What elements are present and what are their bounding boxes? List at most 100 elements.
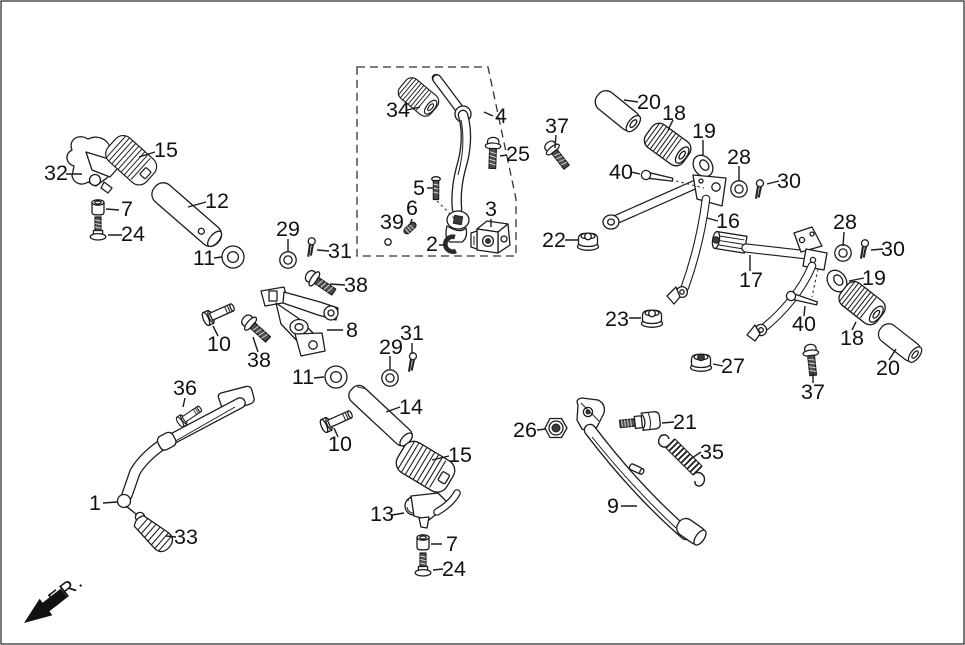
part-7-bushing: [91, 199, 105, 216]
part-29-washer: [279, 251, 297, 269]
part-3-ratchet-block: [470, 220, 511, 254]
part-38-flange-bolt: [237, 310, 275, 347]
callout-35: 35: [700, 440, 724, 464]
callout-19: 19: [862, 266, 886, 290]
part-17-pillion-footrest-arm: [711, 226, 828, 342]
callout-33: 33: [174, 525, 198, 549]
assembly-dotted-lines: [436, 180, 819, 298]
callout-21: 21: [673, 410, 697, 434]
part-39-steel-ball: [384, 238, 392, 246]
part-28-washer: [834, 244, 852, 262]
part-18-pillion-peg-rubber: [640, 119, 696, 171]
callout-30: 30: [881, 237, 905, 261]
callout-3: 3: [485, 197, 497, 221]
part-10-bolt: [200, 299, 238, 328]
part-22-nut: [576, 232, 600, 251]
callout-5: 5: [413, 176, 425, 200]
part-27-lock-nut: [689, 353, 713, 372]
callout-40: 40: [609, 160, 633, 184]
callout-2: 2: [426, 232, 438, 256]
callout-9: 9: [607, 494, 619, 518]
callout-15: 15: [448, 443, 472, 467]
part-29-washer: [381, 369, 399, 387]
part-15-footpeg-rubber: [100, 130, 162, 190]
callout-34: 34: [386, 98, 410, 122]
part-28-washer: [730, 180, 748, 198]
part-6-spring-pin: [403, 221, 417, 235]
callout-18: 18: [840, 326, 864, 350]
part-30-cotter-pin: [858, 238, 870, 261]
callout-28: 28: [727, 145, 751, 169]
part-21-pivot-bolt: [618, 411, 661, 431]
callout-12: 12: [205, 189, 229, 213]
callout-40: 40: [792, 312, 816, 336]
callout-7: 7: [121, 197, 133, 221]
callout-11: 11: [193, 246, 215, 270]
callout-25: 25: [506, 142, 530, 166]
part-25-flange-bolt: [483, 136, 502, 170]
callout-38: 38: [247, 348, 271, 372]
callout-11: 11: [292, 365, 314, 389]
part-16-pillion-footrest-arm: [602, 174, 727, 305]
part-1-brake-pedal: [116, 385, 255, 523]
part-24-bolt: [414, 552, 432, 577]
callout-4: 4: [495, 104, 507, 128]
kick-starter-group-box: [356, 66, 517, 257]
part-11-washer: [324, 365, 348, 389]
callout-6: 6: [406, 196, 418, 220]
callout-10: 10: [328, 432, 352, 456]
part-38-flange-bolt: [301, 266, 340, 300]
callout-23: 23: [605, 307, 629, 331]
part-31-cotter-pin: [305, 236, 317, 259]
callout-29: 29: [276, 217, 300, 241]
callout-8: 8: [346, 318, 358, 342]
callout-24: 24: [121, 222, 145, 246]
callout-22: 22: [542, 228, 566, 252]
callout-24: 24: [442, 557, 466, 581]
part-35-stand-spring: [657, 434, 706, 487]
part-20-pivot-pin: [590, 86, 645, 136]
callout-13: 13: [370, 502, 394, 526]
leader-lines: [66, 99, 897, 571]
part-7-bushing: [416, 534, 430, 551]
part-9-side-stand: [576, 397, 707, 546]
callout-26: 26: [513, 418, 537, 442]
part-31-cotter-pin: [406, 351, 418, 374]
callout-7: 7: [446, 532, 458, 556]
callout-27: 27: [721, 354, 745, 378]
part-30-cotter-pin: [753, 178, 765, 201]
part-37-flange-bolt: [801, 342, 822, 377]
part-10-bolt: [318, 406, 356, 435]
part-11-washer: [221, 245, 245, 269]
callout-18: 18: [662, 101, 686, 125]
part-12-footrest-bar: [151, 182, 223, 248]
callout-16: 16: [716, 209, 740, 233]
callout-15: 15: [154, 138, 178, 162]
part-23-nut: [640, 309, 664, 328]
part-40-joint-pin: [640, 169, 675, 185]
callout-10: 10: [207, 332, 231, 356]
front-arrow-icon: [24, 588, 68, 623]
part-24-bolt: [89, 216, 107, 241]
callout-39: 39: [380, 210, 404, 234]
callout-1: 1: [89, 491, 101, 515]
part-8-footrest-bracket: [260, 286, 339, 357]
callout-37: 37: [801, 380, 825, 404]
part-2-snap-ring: [443, 234, 457, 254]
part-26-hex-nut: [544, 417, 568, 439]
callout-14: 14: [399, 395, 423, 419]
callout-20: 20: [876, 356, 900, 380]
callout-29: 29: [379, 335, 403, 359]
part-5-joint-bolt: [431, 176, 441, 201]
callout-36: 36: [173, 376, 197, 400]
callout-32: 32: [44, 161, 68, 185]
part-13-footrest-clip: [404, 489, 461, 529]
callout-37: 37: [545, 114, 569, 138]
part-33-pedal-boot: [133, 515, 174, 553]
part-37-flange-bolt: [540, 137, 574, 173]
front-direction-indicator: FR.: [24, 570, 88, 623]
callout-17: 17: [739, 268, 763, 292]
